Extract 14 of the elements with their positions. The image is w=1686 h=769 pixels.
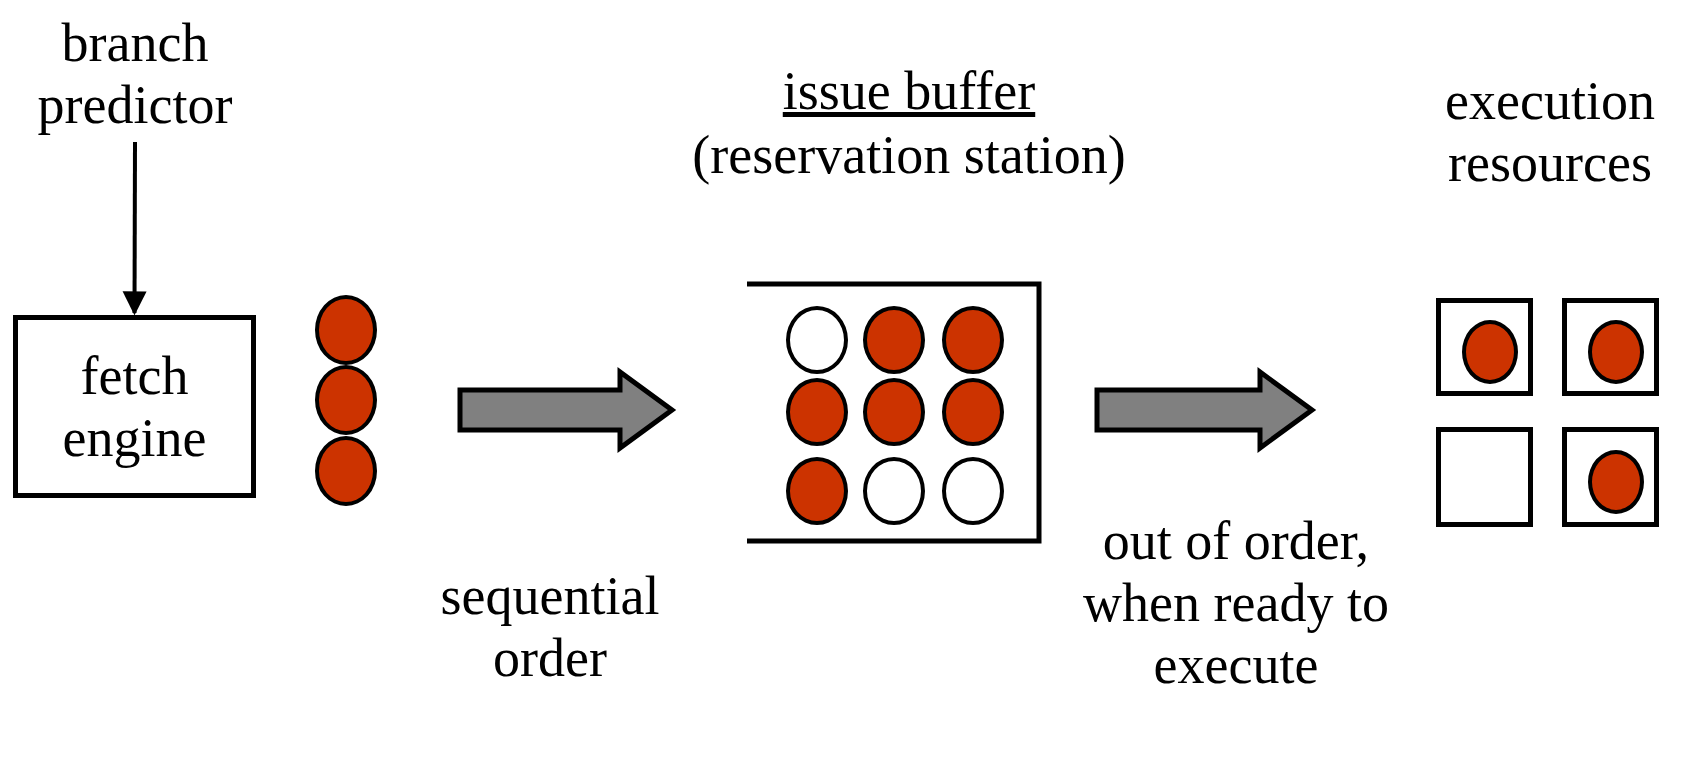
edge-label: out of order, when ready to execute bbox=[1082, 510, 1390, 696]
unit-label: branch predictor bbox=[20, 12, 250, 138]
arrow bbox=[122, 142, 147, 316]
process-box: fetch engine bbox=[13, 315, 256, 498]
buffer-subtitle: (reservation station) bbox=[691, 124, 1127, 186]
unit-label: execution resources bbox=[1400, 70, 1686, 205]
block-arrow bbox=[1094, 367, 1317, 453]
execution-unit-box bbox=[1436, 298, 1533, 396]
block-arrow bbox=[457, 367, 677, 453]
execution-unit-box bbox=[1436, 427, 1533, 527]
execution-unit-box bbox=[1562, 427, 1659, 527]
buffer-title: issue buffer bbox=[781, 60, 1037, 122]
execution-unit-box bbox=[1562, 298, 1659, 396]
edge-label: sequential order bbox=[439, 565, 661, 689]
